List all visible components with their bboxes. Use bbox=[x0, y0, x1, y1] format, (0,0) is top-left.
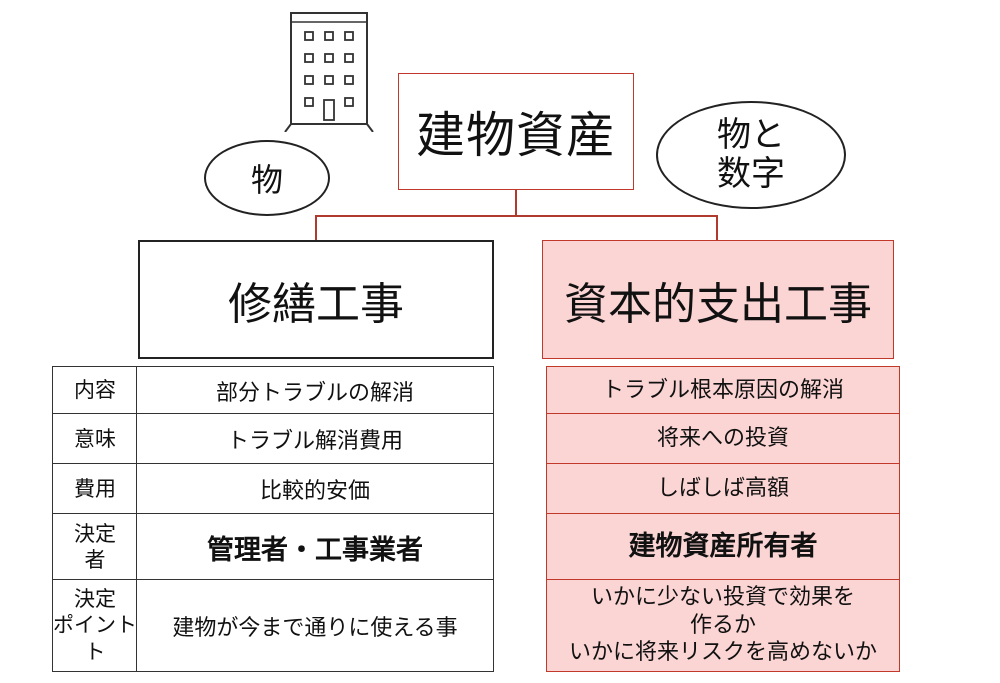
row-label-point: 決定 ポイント ト bbox=[52, 579, 138, 672]
capital-naiyou: トラブル根本原因の解消 bbox=[546, 366, 900, 415]
capital-imi: 将来への投資 bbox=[546, 413, 900, 465]
bubble-right-line2: 数字 bbox=[717, 154, 785, 194]
capital-point: いかに少ない投資で効果を 作るか いかに将来リスクを高めないか bbox=[546, 579, 900, 672]
repair-ketteisha: 管理者・工事業者 bbox=[136, 513, 494, 581]
capital-point-line2: 作るか bbox=[689, 612, 756, 638]
capital-hiyou: しばしば高額 bbox=[546, 463, 900, 515]
building-icon bbox=[284, 12, 374, 132]
connector-trunk bbox=[515, 190, 517, 216]
connector-bar bbox=[315, 215, 718, 217]
row-label-ketteisha: 決定 者 bbox=[52, 513, 138, 581]
capital-ketteisha: 建物資産所有者 bbox=[546, 513, 900, 581]
connector-left bbox=[315, 215, 317, 241]
row-label-imi: 意味 bbox=[52, 413, 138, 465]
bubble-physical: 物 bbox=[204, 140, 330, 216]
row-label-naiyou: 内容 bbox=[52, 366, 138, 415]
row-label-hiyou: 費用 bbox=[52, 463, 138, 515]
bubble-right-line1: 物と bbox=[717, 114, 785, 155]
repair-naiyou: 部分トラブルの解消 bbox=[136, 366, 494, 415]
row-label-ketteisha-line2: 者 bbox=[84, 548, 106, 572]
row-label-point-line3: ト bbox=[84, 639, 106, 664]
asset-title: 建物資産 bbox=[398, 73, 634, 190]
repair-imi: トラブル解消費用 bbox=[136, 413, 494, 465]
category-capital: 資本的支出工事 bbox=[542, 240, 894, 359]
repair-hiyou: 比較的安価 bbox=[136, 463, 494, 515]
row-label-ketteisha-line1: 決定 bbox=[74, 521, 116, 546]
connector-right bbox=[716, 215, 718, 241]
capital-point-line1: いかに少ない投資で効果を bbox=[590, 585, 855, 611]
bubble-physical-and-numbers: 物と 数字 bbox=[656, 101, 846, 209]
row-label-point-line1: 決定 bbox=[74, 587, 116, 612]
repair-point: 建物が今まで通りに使える事 bbox=[136, 579, 494, 672]
category-repair: 修繕工事 bbox=[138, 240, 494, 359]
row-label-point-line2: ポイント bbox=[53, 613, 137, 638]
capital-point-line3: いかに将来リスクを高めないか bbox=[568, 640, 877, 666]
